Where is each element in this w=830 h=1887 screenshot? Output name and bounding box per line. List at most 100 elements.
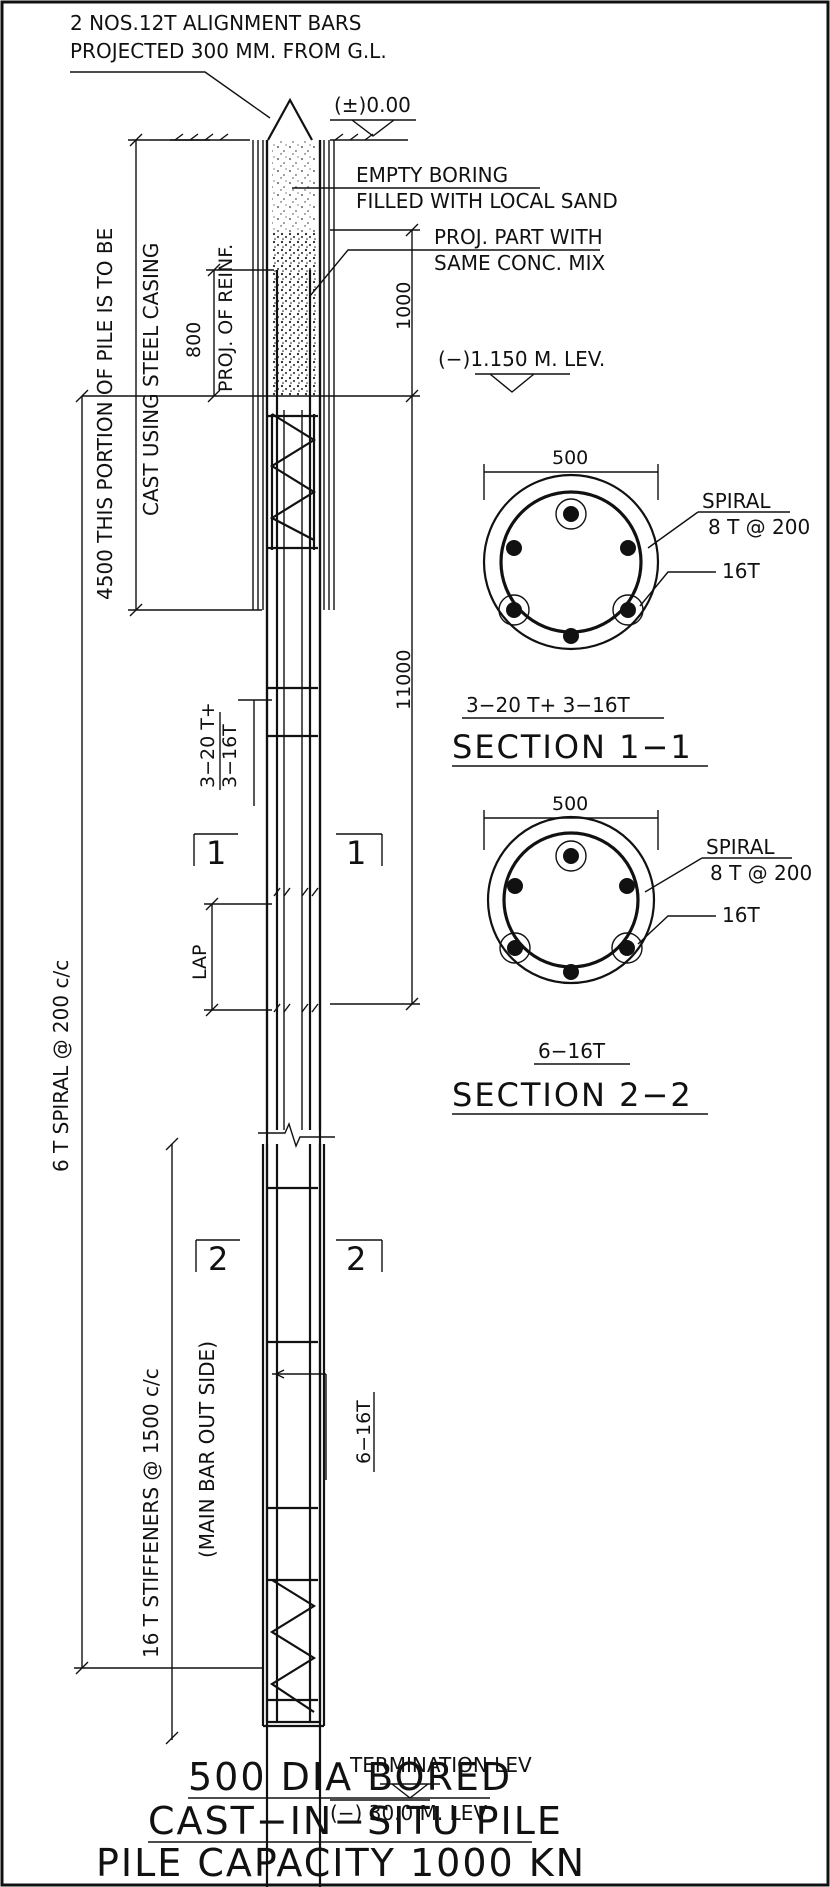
bar-lower-leader — [272, 1373, 327, 1480]
bar-2-3 — [619, 940, 635, 956]
section-2-bar-label: 16T — [722, 903, 760, 927]
stiffener-bottom — [268, 1578, 318, 1702]
ground-level-marker — [330, 119, 416, 137]
dim-lap-ticks — [205, 897, 219, 1017]
section-2-outer-circle — [486, 815, 656, 985]
dim-800-line — [206, 269, 274, 396]
bar-1-2 — [620, 540, 636, 556]
section-2-bar-leader — [637, 915, 716, 945]
level-1150-marker — [475, 373, 570, 393]
title-line-2: CAST−IN−SITU PILE — [148, 1799, 563, 1843]
steel-casing-right — [323, 140, 335, 610]
section-cut-2-left-label: 2 — [208, 1240, 230, 1278]
ground-hatch — [174, 133, 374, 141]
lap-marks-bottom — [273, 1003, 319, 1013]
section-1-1: 500 SPIRAL 8 T @ 200 16T 3−20 T+ 3−16T S… — [452, 447, 810, 767]
spiral-top-zigzag — [269, 413, 317, 550]
alignment-bars-label-2: PROJECTED 300 MM. FROM G.L. — [70, 39, 387, 63]
alignment-bars-leader — [70, 71, 271, 119]
empty-boring-label-2: FILLED WITH LOCAL SAND — [356, 189, 618, 213]
bar-1-4 — [563, 628, 579, 644]
pile-bottom — [263, 1720, 324, 1728]
title-line-1: 500 DIA BORED — [188, 1755, 512, 1799]
bar-1-3-ring — [612, 594, 644, 626]
bar-2-5 — [507, 940, 523, 956]
section-cut-2-right — [336, 1239, 383, 1272]
alignment-bar-cap — [267, 97, 313, 141]
proj-part-label-2: SAME CONC. MIX — [434, 251, 606, 275]
bar-upper-leader — [238, 699, 272, 806]
bar-2-6 — [507, 878, 523, 894]
casing-label-1: 4500 THIS PORTION OF PILE IS TO BE — [93, 228, 117, 600]
section-cut-2-left — [195, 1239, 240, 1272]
stiffeners-label: 16 T STIFFENERS @ 1500 c/c — [139, 1368, 163, 1658]
section-1-bars-text: 3−20 T+ 3−16T — [466, 693, 631, 717]
spiral-full-label: 6 T SPIRAL @ 200 c/c — [49, 960, 73, 1172]
section-2-spiral-leader — [644, 857, 703, 893]
main-bar-outside-label: (MAIN BAR OUT SIDE) — [195, 1341, 219, 1558]
dim-spiral-ticks — [75, 389, 89, 1675]
section-cut-1-left — [193, 833, 238, 866]
dim-800-label: 800 — [183, 322, 205, 358]
lap-label: LAP — [189, 945, 211, 980]
section-2-spiral-label: SPIRAL — [706, 835, 775, 859]
empty-boring-fill — [272, 140, 316, 232]
section-1-outer-circle — [482, 473, 660, 651]
proj-part-fill — [272, 232, 316, 396]
casing-label-2: CAST USING STEEL CASING — [139, 243, 163, 516]
bar-2-2 — [619, 878, 635, 894]
section-2-title: SECTION 2−2 — [452, 1076, 693, 1114]
section-cut-1-right-label: 1 — [346, 834, 368, 872]
section-cut-1-right — [336, 833, 383, 866]
bar-2-4 — [563, 964, 579, 980]
bar-2-5-ring — [499, 932, 531, 964]
empty-boring-label-1: EMPTY BORING — [356, 163, 508, 187]
section-1-spiral-label: SPIRAL — [702, 489, 771, 513]
title-line-3: PILE CAPACITY 1000 KN — [96, 1841, 586, 1885]
dim-11000-label: 11000 — [393, 650, 415, 710]
bars-upper-top-label: 3−20 T+ — [197, 702, 219, 788]
stiffener-top — [268, 414, 318, 550]
section-2-2: 500 SPIRAL 8 T @ 200 16T 6−16T SECTION 2… — [452, 793, 812, 1115]
section-cut-1-left-label: 1 — [206, 834, 228, 872]
dim-1000-label: 1000 — [393, 282, 415, 330]
pile-break-line — [258, 1122, 335, 1148]
bars-lower-label: 6−16T — [353, 1400, 375, 1464]
dim-4500-ticks — [129, 133, 143, 617]
bar-2-1 — [563, 848, 579, 864]
proj-reinf-label: PROJ. OF REINF. — [215, 244, 237, 392]
section-2-bars-text: 6−16T — [538, 1039, 606, 1063]
bottom-level-label: (−) 30.0 M. LEV — [330, 1801, 487, 1825]
termination-label: TERMINATION LEV — [349, 1753, 532, 1777]
dim-11000-ticks — [405, 997, 419, 1011]
dim-1000-line — [330, 229, 420, 396]
bar-1-1 — [563, 506, 579, 522]
section-cut-2-right-label: 2 — [346, 1240, 368, 1278]
spiral-bottom-zigzag — [269, 1579, 317, 1713]
bar-lower-arrow — [275, 1369, 285, 1379]
dim-stiffeners-ticks — [165, 1137, 179, 1745]
bars-upper-bottom-label: 3−16T — [219, 724, 241, 788]
level-1150-label: (−)1.150 M. LEV. — [438, 347, 605, 371]
bar-2-1-ring — [555, 840, 587, 872]
dim-spiral-line — [74, 396, 262, 1669]
bar-2-3-ring — [611, 932, 643, 964]
section-1-title: SECTION 1−1 — [452, 728, 693, 766]
section-1-spiral-leader — [647, 511, 699, 549]
lap-marks-top — [273, 887, 319, 897]
section-1-bar-label: 16T — [722, 559, 760, 583]
dim-800-ticks — [207, 263, 221, 403]
dim-lap-line — [204, 903, 272, 1011]
steel-casing-left — [252, 140, 264, 610]
proj-part-leader — [309, 249, 430, 297]
section-2-diameter-label: 500 — [552, 793, 588, 815]
bar-1-6 — [506, 540, 522, 556]
section-1-bar-leader — [639, 571, 716, 607]
bar-1-5 — [506, 602, 522, 618]
section-2-spiral-spec: 8 T @ 200 — [710, 861, 812, 885]
alignment-bars-label-1: 2 NOS.12T ALIGNMENT BARS — [70, 11, 361, 35]
section-1-diameter-dim — [483, 464, 659, 500]
section-1-spiral-spec: 8 T @ 200 — [708, 515, 810, 539]
